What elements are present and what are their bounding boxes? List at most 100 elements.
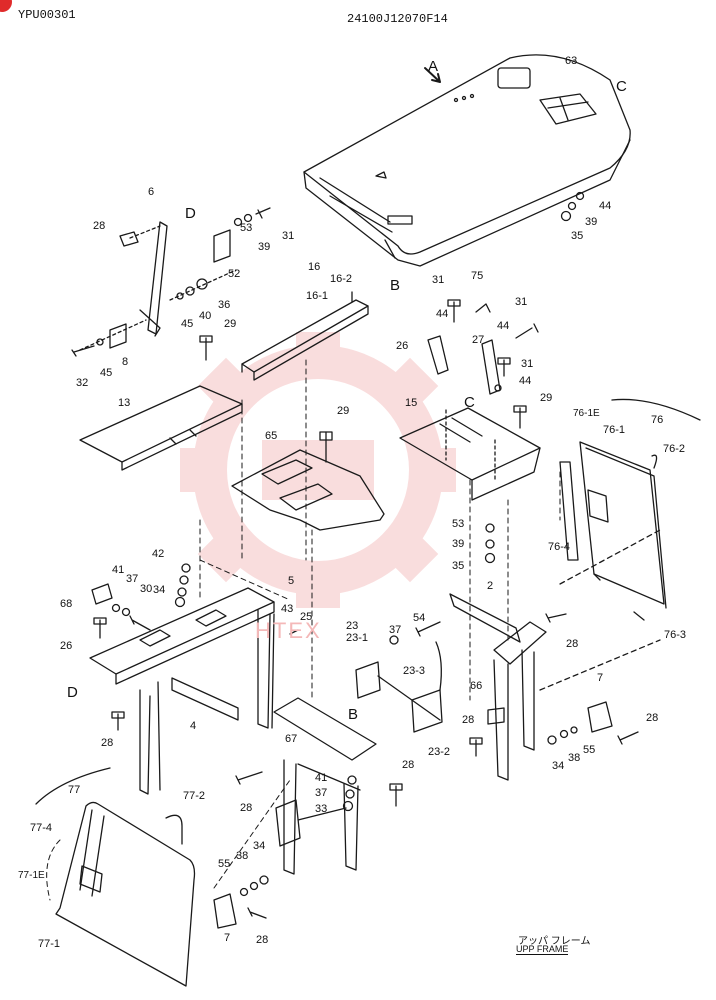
support-bar-6 <box>119 221 168 337</box>
callout-76-3: 76-3 <box>664 629 687 641</box>
callout-44: 44 <box>497 320 510 332</box>
callout-45: 45 <box>100 367 113 379</box>
callout-8: 8 <box>122 356 129 368</box>
callout-63: 63 <box>565 55 578 67</box>
corner-badge <box>0 0 12 12</box>
callout-28: 28 <box>646 712 659 724</box>
callout-16-2: 16-2 <box>330 273 353 285</box>
callout-27: 27 <box>472 334 485 346</box>
callout-39: 39 <box>585 216 598 228</box>
callout-31: 31 <box>432 274 445 286</box>
callout-16: 16 <box>308 261 321 273</box>
callout-2: 2 <box>487 580 494 592</box>
callout-c: C <box>616 78 627 95</box>
callout-32: 32 <box>76 377 89 389</box>
bracket-52 <box>213 207 271 263</box>
callout-45: 45 <box>181 318 194 330</box>
callout-5: 5 <box>288 575 295 587</box>
callout-15: 15 <box>405 397 418 409</box>
callout-43: 43 <box>281 603 294 615</box>
callout-37: 37 <box>126 573 139 585</box>
callout-52: 52 <box>228 268 241 280</box>
callout-76-2: 76-2 <box>663 443 686 455</box>
callout-38: 38 <box>568 752 581 764</box>
callout-77-4: 77-4 <box>30 822 53 834</box>
callout-16-1: 16-1 <box>306 290 329 302</box>
callout-54: 54 <box>413 612 426 624</box>
callout-40: 40 <box>199 310 212 322</box>
plate-65 <box>231 431 385 531</box>
callout-37: 37 <box>315 787 328 799</box>
callout-37: 37 <box>389 624 402 636</box>
callout-67: 67 <box>285 733 298 745</box>
callout-75: 75 <box>471 270 484 282</box>
callout-39: 39 <box>452 538 465 550</box>
frame-label-en: UPP FRAME <box>516 944 569 955</box>
callout-31: 31 <box>282 230 295 242</box>
callout-31: 31 <box>515 296 528 308</box>
callout-29: 29 <box>540 392 553 404</box>
callout-c: C <box>464 394 475 411</box>
callout-42: 42 <box>152 548 165 560</box>
callout-31: 31 <box>521 358 534 370</box>
callout-38: 38 <box>236 850 249 862</box>
callout-44: 44 <box>519 375 532 387</box>
callout-7: 7 <box>597 672 604 684</box>
callout-b: B <box>348 706 359 723</box>
callout-35: 35 <box>571 230 584 242</box>
plate-16-1 <box>241 291 369 381</box>
callout-41: 41 <box>315 772 328 784</box>
frame-66 <box>487 621 547 781</box>
side-door-77 <box>55 801 196 987</box>
doc-code: YPU00301 <box>18 8 76 22</box>
callout-28: 28 <box>462 714 475 726</box>
callout-76-1: 76-1 <box>603 424 626 436</box>
door-76 <box>559 441 667 621</box>
callout-26: 26 <box>60 640 73 652</box>
engine-hood-63 <box>303 54 631 267</box>
watermark-text: HTEX <box>255 618 322 643</box>
callout-29: 29 <box>337 405 350 417</box>
callout-d: D <box>185 205 196 222</box>
frame-67 <box>273 697 377 875</box>
callout-23-2: 23-2 <box>428 746 451 758</box>
callout-68: 68 <box>60 598 73 610</box>
callout-28: 28 <box>240 802 253 814</box>
callout-28: 28 <box>402 759 415 771</box>
part-code: 24100J12070F14 <box>347 12 448 26</box>
callout-77-1e: 77-1E <box>18 870 45 881</box>
callout-29: 29 <box>224 318 237 330</box>
callout-55: 55 <box>583 744 596 756</box>
callout-76-4: 76-4 <box>548 541 571 553</box>
callout-55: 55 <box>218 858 231 870</box>
callout-35: 35 <box>452 560 465 572</box>
callout-7: 7 <box>224 932 231 944</box>
callout-53: 53 <box>240 222 253 234</box>
watermark-gear-icon <box>180 332 456 608</box>
callout-28: 28 <box>566 638 579 650</box>
callout-66: 66 <box>470 680 483 692</box>
frame-5 <box>89 587 275 795</box>
callout-77-2: 77-2 <box>183 790 206 802</box>
callout-65: 65 <box>265 430 278 442</box>
callout-25: 25 <box>300 611 313 623</box>
callout-6: 6 <box>148 186 155 198</box>
callout-a: A <box>428 58 439 75</box>
callout-23-3: 23-3 <box>403 665 426 677</box>
callout-28: 28 <box>256 934 269 946</box>
callout-44: 44 <box>599 200 612 212</box>
callout-77: 77 <box>68 784 81 796</box>
callout-13: 13 <box>118 397 131 409</box>
callout-39: 39 <box>258 241 271 253</box>
callout-30: 30 <box>140 583 153 595</box>
callout-34: 34 <box>552 760 565 772</box>
callout-26: 26 <box>396 340 409 352</box>
callout-4: 4 <box>190 720 197 732</box>
callout-28: 28 <box>93 220 106 232</box>
callout-44: 44 <box>436 308 449 320</box>
callout-77-1: 77-1 <box>38 938 61 950</box>
callout-34: 34 <box>153 584 166 596</box>
frame-label-jp: アッパ フレーム <box>518 936 591 947</box>
callout-34: 34 <box>253 840 266 852</box>
